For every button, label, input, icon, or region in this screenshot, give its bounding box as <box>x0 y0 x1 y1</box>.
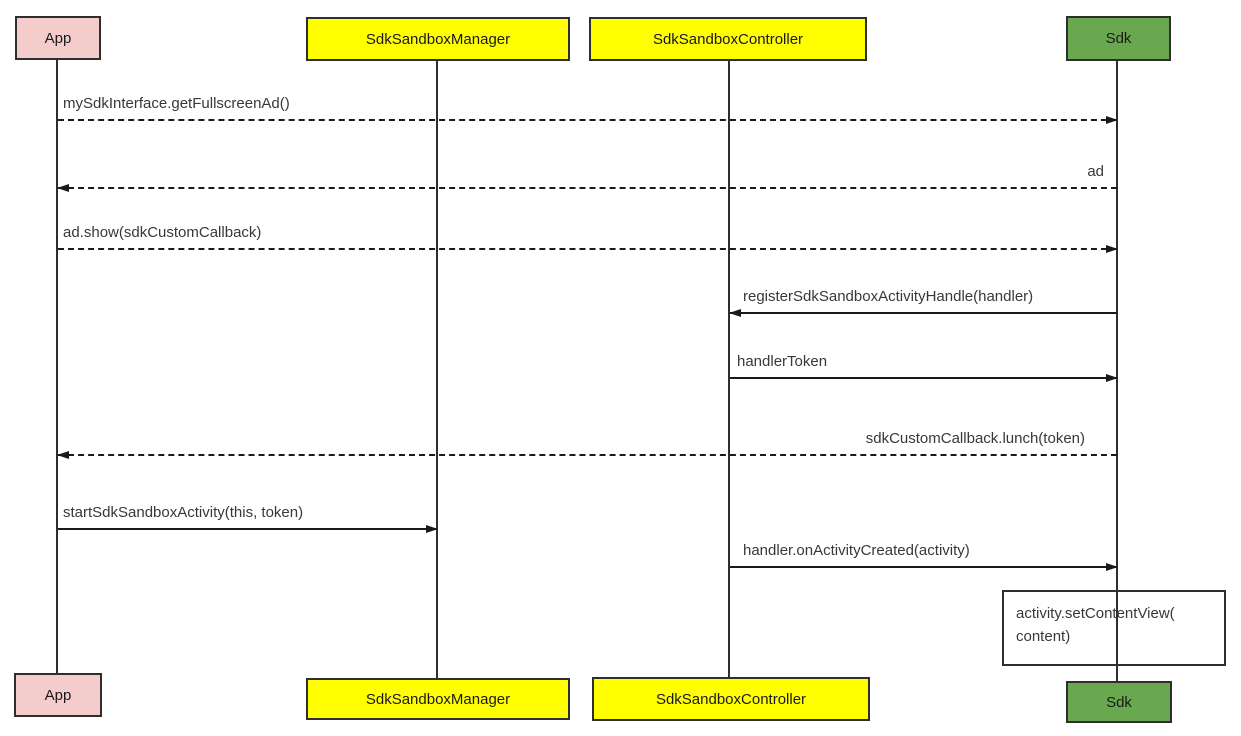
actor-box-sdk-bottom: Sdk <box>1066 681 1172 723</box>
arrowhead-right-icon <box>1106 245 1118 253</box>
actor-box-app-bottom: App <box>14 673 102 717</box>
message-label: ad.show(sdkCustomCallback) <box>63 224 262 241</box>
message-line <box>58 454 1117 456</box>
lifeline-app <box>56 60 58 673</box>
lifeline-sdksandboxmanager <box>436 61 438 678</box>
message-line <box>58 528 437 530</box>
message-label: startSdkSandboxActivity(this, token) <box>63 504 304 521</box>
message-line <box>730 312 1117 314</box>
actor-box-sdk-top: Sdk <box>1066 16 1171 61</box>
lifeline-sdksandboxcontroller <box>728 61 730 677</box>
message-line <box>58 248 1117 250</box>
actor-box-sdksandboxmanager-top: SdkSandboxManager <box>306 17 570 61</box>
arrowhead-right-icon <box>1106 116 1118 124</box>
arrowhead-left-icon <box>729 309 741 317</box>
message-label: handlerToken <box>737 353 828 370</box>
message-line <box>730 566 1117 568</box>
message-line <box>58 119 1117 121</box>
arrowhead-right-icon <box>1106 374 1118 382</box>
arrowhead-right-icon <box>1106 563 1118 571</box>
note-set-content-view: activity.setContentView( content) <box>1002 590 1226 666</box>
message-label: handler.onActivityCreated(activity) <box>743 542 970 559</box>
message-label: registerSdkSandboxActivityHandle(handler… <box>743 288 1034 305</box>
message-label: mySdkInterface.getFullscreenAd() <box>63 95 290 112</box>
note-line-2: content) <box>1016 628 1071 645</box>
lifeline-sdk <box>1116 61 1118 681</box>
note-line-1: activity.setContentView( <box>1016 605 1175 622</box>
actor-box-sdksandboxmanager-bottom: SdkSandboxManager <box>306 678 570 720</box>
arrowhead-right-icon <box>426 525 438 533</box>
message-label: ad <box>1087 163 1104 180</box>
message-line <box>730 377 1117 379</box>
actor-box-sdksandboxcontroller-bottom: SdkSandboxController <box>592 677 870 721</box>
actor-box-app-top: App <box>15 16 101 60</box>
message-label: sdkCustomCallback.lunch(token) <box>865 430 1085 447</box>
arrowhead-left-icon <box>57 451 69 459</box>
message-line <box>58 187 1117 189</box>
arrowhead-left-icon <box>57 184 69 192</box>
actor-box-sdksandboxcontroller-top: SdkSandboxController <box>589 17 867 61</box>
